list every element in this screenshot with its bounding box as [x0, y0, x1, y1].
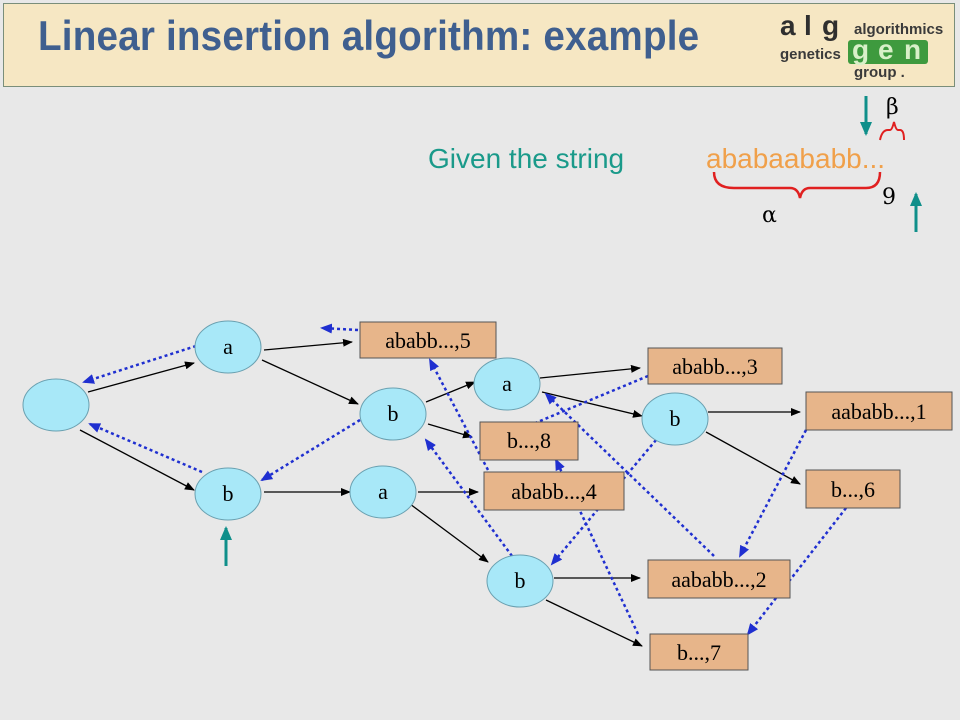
leaf-3-label: ababb...,3	[672, 354, 758, 379]
tree-nodes: a b b a a b b	[22, 320, 709, 608]
tree-leaves: ababb...,5 ababb...,3 b...,8 ababb...,4 …	[359, 321, 953, 671]
edge-a-leaf3	[539, 364, 641, 379]
beta-label: β	[886, 95, 899, 120]
logo-letter-l: l	[804, 10, 812, 41]
node-abab	[641, 392, 709, 446]
root-node	[22, 378, 90, 432]
node-ba-label: a	[378, 479, 388, 504]
edge-root-b	[79, 429, 195, 491]
edge-root-a	[87, 361, 195, 393]
title-bar: Linear insertion algorithm: example a l …	[3, 3, 955, 87]
edge-a-b2	[541, 391, 643, 418]
node-aba	[473, 357, 541, 411]
link-b-b	[260, 418, 361, 482]
node-aba-label: a	[502, 371, 512, 396]
given-prefix-text: Given the string	[428, 143, 624, 174]
leaf-1-label: aababb...,1	[831, 399, 926, 424]
logo-letter-g: g	[822, 10, 840, 41]
logo-letter-e: e	[878, 34, 894, 65]
tree-edges	[79, 338, 801, 647]
link-leaf1-leaf2	[738, 429, 808, 558]
leaf-2	[647, 559, 791, 599]
leaf-4-label: ababb...,4	[511, 479, 597, 504]
node-bab-label: b	[515, 568, 526, 593]
index-label: 9	[882, 185, 896, 210]
node-a-depth1-label: a	[223, 334, 233, 359]
suffix-links	[82, 323, 847, 636]
leaf-5	[359, 321, 497, 359]
leaf-8-label: b...,8	[507, 428, 551, 453]
leaf-6	[805, 469, 901, 509]
logo-letter-g2: g	[852, 34, 870, 65]
logo-letter-n: n	[904, 34, 922, 65]
leaf-3	[647, 347, 783, 385]
algogen-logo: a l g algorithmics genetics g e n group …	[774, 10, 954, 82]
edge-a-leaf5	[263, 338, 353, 351]
link-a-root	[82, 344, 197, 384]
leaf-7-label: b...,7	[677, 640, 721, 665]
link-leaf7-leaf8	[554, 458, 640, 635]
edge-b-leaf8	[427, 423, 473, 439]
logo-green-band	[848, 40, 928, 64]
node-b-depth1	[194, 467, 262, 521]
node-a-depth1	[194, 320, 262, 374]
node-bab	[486, 554, 554, 608]
edge-b2-leaf6	[705, 431, 801, 485]
link-leaf5-out	[320, 323, 359, 334]
page-title: Linear insertion algorithm: example	[38, 12, 700, 59]
logo-word-algorithmics: algorithmics	[854, 21, 944, 38]
node-ab	[359, 387, 427, 441]
link-leaf2-a	[544, 392, 715, 557]
edge-a2-b3	[409, 503, 489, 563]
node-ab-label: b	[388, 401, 399, 426]
logo-word-genetics: genetics	[780, 46, 841, 63]
edge-b3-leaf7	[545, 599, 643, 647]
edge-b-a	[425, 381, 476, 403]
alpha-brace	[712, 171, 882, 199]
leaf-7	[649, 633, 749, 671]
leaf-4	[483, 471, 625, 511]
leaf-6-label: b...,6	[831, 477, 875, 502]
logo-word-group: group .	[854, 64, 905, 81]
edge-a-b	[261, 359, 359, 405]
link-b-root	[88, 422, 203, 474]
leaf-8	[479, 421, 579, 461]
link-leaf4-leaf5	[428, 358, 490, 471]
logo-top-band	[776, 16, 848, 40]
leaf-2-label: aababb...,2	[671, 567, 766, 592]
link-leaf6-leaf7	[746, 507, 847, 636]
leaf-1	[805, 391, 953, 431]
link-leaf3-leaf8	[502, 374, 649, 438]
link-b3-b	[424, 438, 514, 557]
logo-letter-a: a	[780, 10, 796, 41]
given-string-text: ababaababb...	[706, 143, 885, 174]
leaf-5-label: ababb...,5	[385, 328, 471, 353]
node-abab-label: b	[670, 406, 681, 431]
node-b-depth1-label: b	[223, 481, 234, 506]
alpha-label: α	[762, 203, 777, 228]
beta-brace	[879, 121, 905, 141]
node-ba	[349, 465, 417, 519]
